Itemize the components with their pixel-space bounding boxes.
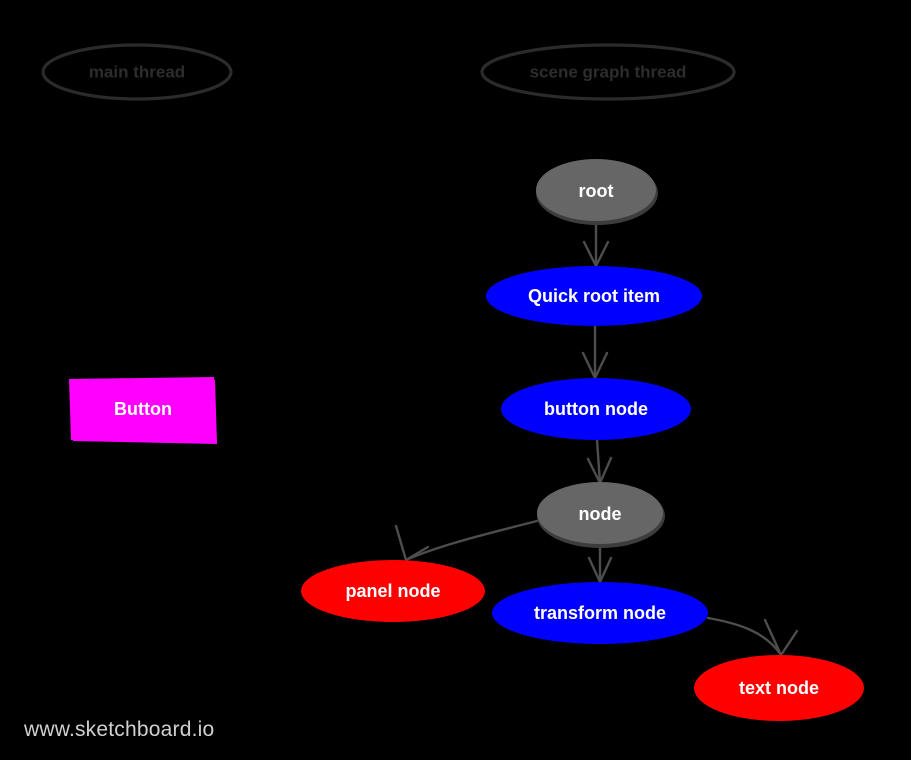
- node-transform-node[interactable]: transform node: [492, 582, 708, 644]
- node-panel-node[interactable]: panel node: [301, 560, 485, 622]
- node-root[interactable]: root: [536, 159, 658, 225]
- node-transform-node-ellipse[interactable]: [492, 582, 708, 644]
- watermark-label: www.sketchboard.io: [23, 718, 214, 741]
- scene-graph-thread-label: scene graph thread: [530, 62, 687, 81]
- node-text-node[interactable]: text node: [694, 655, 864, 721]
- main-thread-ellipse[interactable]: [41, 43, 233, 101]
- edge-root-to-quick-root-item: [582, 220, 610, 268]
- node-node[interactable]: node: [537, 482, 665, 548]
- node-text-node-ellipse[interactable]: [694, 655, 864, 721]
- button-box-shape[interactable]: [69, 377, 216, 440]
- thread-group-scene-graph-thread[interactable]: scene graph thread: [480, 43, 736, 101]
- edge-node-to-transform-node: [587, 543, 613, 584]
- node-button-node-ellipse[interactable]: [501, 378, 691, 440]
- main-thread-label: main thread: [89, 62, 185, 81]
- node-root-ellipse[interactable]: [536, 159, 656, 221]
- thread-group-main-thread[interactable]: main thread: [41, 43, 233, 101]
- node-quick-root-item[interactable]: Quick root item: [486, 266, 702, 326]
- node-quick-root-item-ellipse[interactable]: [486, 266, 702, 326]
- edge-node-to-panel-node: [394, 519, 539, 562]
- edge-button-node-to-node: [586, 438, 613, 485]
- node-node-ellipse[interactable]: [537, 482, 663, 544]
- node-button-node[interactable]: button node: [501, 378, 691, 440]
- button-box[interactable]: Button: [69, 377, 217, 444]
- edge-quick-root-item-to-button-node: [581, 324, 609, 380]
- scene-graph-thread-ellipse[interactable]: [480, 43, 736, 101]
- edge-transform-node-to-text-node: [706, 616, 799, 657]
- node-panel-node-ellipse[interactable]: [301, 560, 485, 622]
